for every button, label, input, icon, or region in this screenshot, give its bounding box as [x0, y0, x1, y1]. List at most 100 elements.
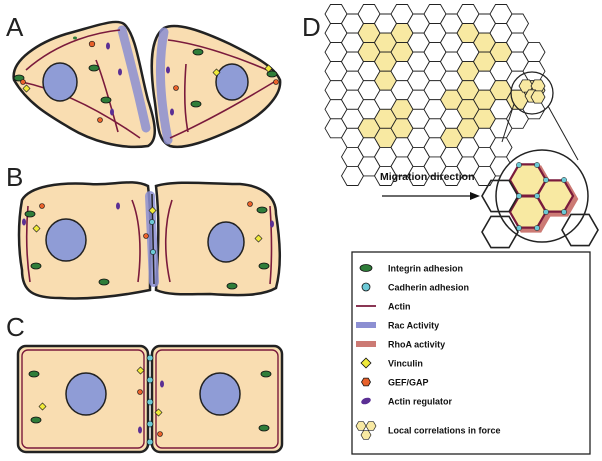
- integrin-marker: [192, 48, 204, 56]
- regulator-legend-symbol: [361, 397, 371, 405]
- actin-legend-label: Actin: [388, 302, 411, 312]
- gef-marker: [88, 40, 96, 48]
- legend-item-rac: Rac Activity: [356, 321, 439, 331]
- integrin-marker: [24, 210, 36, 218]
- panel-a-left-actin-2: [21, 81, 141, 139]
- gef-marker: [20, 79, 26, 85]
- vinculin-marker: [154, 408, 163, 417]
- force-legend-label: Local correlations in force: [388, 426, 501, 436]
- rhoa-legend-symbol: [356, 341, 376, 347]
- hex-cell: [481, 179, 519, 213]
- integrin-marker: [258, 424, 270, 432]
- hex-grid: [324, 4, 546, 186]
- cadherin-marker: [146, 438, 154, 446]
- hex-cell: [481, 215, 519, 249]
- integrin-marker: [28, 370, 40, 378]
- panel-a-right-actin-2: [169, 81, 275, 139]
- force-legend-symbol: [355, 421, 377, 440]
- regulator-marker: [160, 380, 164, 388]
- gef-marker: [157, 431, 163, 437]
- regulator-marker: [166, 66, 170, 74]
- panel-b-actin: [269, 205, 273, 285]
- cadherin-marker: [534, 193, 540, 199]
- cadherin-marker: [146, 420, 154, 428]
- integrin-marker: [256, 206, 268, 214]
- vinculin-marker: [148, 206, 157, 215]
- gef-marker: [173, 85, 179, 91]
- vinculin-marker: [22, 84, 31, 93]
- cadherin-marker: [150, 249, 156, 255]
- regulator-marker: [110, 108, 114, 116]
- legend-item-actin: Actin: [356, 302, 411, 312]
- panel-a-right-actin-3: [183, 63, 189, 133]
- integrin-marker: [260, 370, 272, 378]
- panel-c: [16, 344, 284, 454]
- integrin-marker: [258, 262, 270, 270]
- integrin-marker: [30, 416, 42, 424]
- panel-b-actin: [164, 199, 173, 283]
- vinculin-marker: [38, 402, 47, 411]
- cadherin-marker: [516, 162, 522, 168]
- vinculin-legend-label: Vinculin: [388, 359, 423, 369]
- panel-label-b: B: [6, 162, 23, 192]
- cadherin-legend-label: Cadherin adhesion: [388, 283, 469, 293]
- legend-item-force: Local correlations in force: [355, 421, 501, 440]
- panel-c-right-cortex: [155, 349, 279, 449]
- cadherin-marker: [146, 354, 154, 362]
- panel-a-right-rac: [156, 27, 173, 145]
- cadherin-marker: [534, 225, 540, 231]
- cadherin-marker: [516, 193, 522, 199]
- regulator-marker: [106, 42, 110, 50]
- panel-a-right-actin-1: [167, 39, 273, 73]
- gef-marker: [143, 233, 149, 239]
- rac-legend-label: Rac Activity: [388, 321, 439, 331]
- integrin-legend-label: Integrin adhesion: [388, 264, 463, 274]
- integrin-marker: [190, 100, 202, 108]
- gef-marker: [97, 117, 103, 123]
- gef-marker: [39, 203, 45, 209]
- zoom-small-hex-cluster: [518, 79, 546, 104]
- panel-b-right-nucleus: [207, 221, 245, 263]
- zoom-large-hex-cluster: [481, 162, 599, 249]
- regulator-marker: [22, 218, 26, 226]
- legend-item-regulator: Actin regulator: [361, 397, 453, 407]
- zoom-small-circle: [510, 71, 554, 115]
- cadherin-marker: [516, 225, 522, 231]
- gef-marker: [273, 79, 279, 85]
- integrin-marker: [30, 262, 42, 270]
- gef-marker: [137, 389, 143, 395]
- integrin-marker: [73, 36, 77, 40]
- vinculin-marker: [264, 64, 273, 73]
- regulator-marker: [116, 202, 120, 210]
- legend-item-vinculin: Vinculin: [360, 357, 423, 369]
- cadherin-marker: [543, 209, 549, 215]
- panel-label-c: C: [6, 312, 25, 342]
- gef-marker: [247, 201, 253, 207]
- hex-cell: [561, 213, 599, 247]
- zoom-connector: [547, 105, 579, 161]
- vinculin-legend-symbol: [360, 357, 372, 369]
- integrin-marker: [88, 64, 100, 72]
- panel-d: Migration direction Integrin adhesionCad…: [324, 4, 599, 455]
- cadherin-marker: [543, 177, 549, 183]
- integrin-marker: [226, 282, 238, 290]
- panel-c-left-cortex: [21, 349, 145, 449]
- vinculin-marker: [32, 224, 41, 233]
- cadherin-legend-symbol: [361, 282, 371, 292]
- legend-box: [351, 251, 591, 455]
- panel-c-right-nucleus: [199, 372, 241, 416]
- vinculin-marker: [254, 234, 263, 243]
- cadherin-marker: [561, 177, 567, 183]
- panel-a-left-actin-1: [25, 29, 121, 71]
- vinculin-marker: [136, 366, 145, 375]
- regulator-marker: [270, 220, 274, 228]
- zoom-connector: [501, 103, 515, 143]
- integrin-legend-symbol: [359, 264, 373, 272]
- panel-b-left-nucleus: [45, 218, 87, 262]
- cadherin-marker: [534, 162, 540, 168]
- gef-legend-label: GEF/GAP: [388, 378, 429, 388]
- legend-item-gef: GEF/GAP: [361, 378, 429, 388]
- panel-label-d: D: [302, 12, 321, 42]
